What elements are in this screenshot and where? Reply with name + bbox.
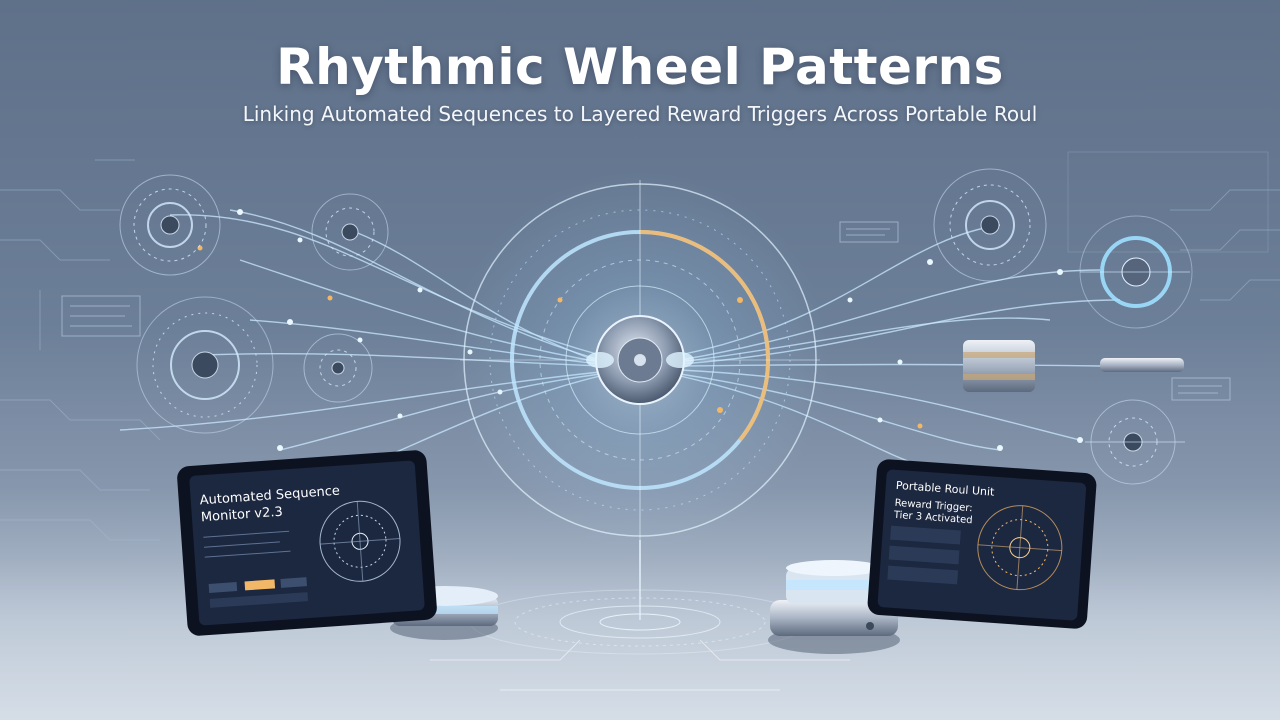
metal-cylinder-right bbox=[963, 340, 1184, 392]
gauge-left-large bbox=[136, 296, 274, 434]
info-panel-left bbox=[61, 295, 141, 337]
right-tablet-reward-line1: Reward Trigger: bbox=[894, 498, 973, 514]
floor-ripples bbox=[469, 589, 811, 655]
gauge-left-mid bbox=[311, 193, 389, 271]
page-subtitle: Linking Automated Sequences to Layered R… bbox=[242, 102, 1038, 126]
gauge-right-glow bbox=[1079, 215, 1193, 329]
info-panel-right bbox=[1171, 377, 1231, 401]
central-wheel bbox=[450, 170, 830, 550]
gauge-left-top bbox=[119, 174, 221, 276]
gauge-right-bottom bbox=[1085, 399, 1185, 485]
gauge-left-small bbox=[303, 333, 373, 403]
right-tablet bbox=[867, 459, 1097, 629]
info-panel-right-top bbox=[839, 221, 899, 243]
left-tablet-title-line2: Monitor v2.3 bbox=[200, 505, 283, 526]
puck-right bbox=[768, 560, 900, 654]
circuit-traces-left bbox=[0, 159, 161, 541]
floor-traces bbox=[430, 639, 850, 691]
page-title: Rhythmic Wheel Patterns bbox=[276, 38, 1004, 96]
circuit-traces-right bbox=[1067, 151, 1280, 301]
central-wheel-gold-dots bbox=[557, 297, 743, 413]
left-tablet bbox=[177, 450, 437, 636]
gauge-right-top bbox=[933, 168, 1047, 282]
